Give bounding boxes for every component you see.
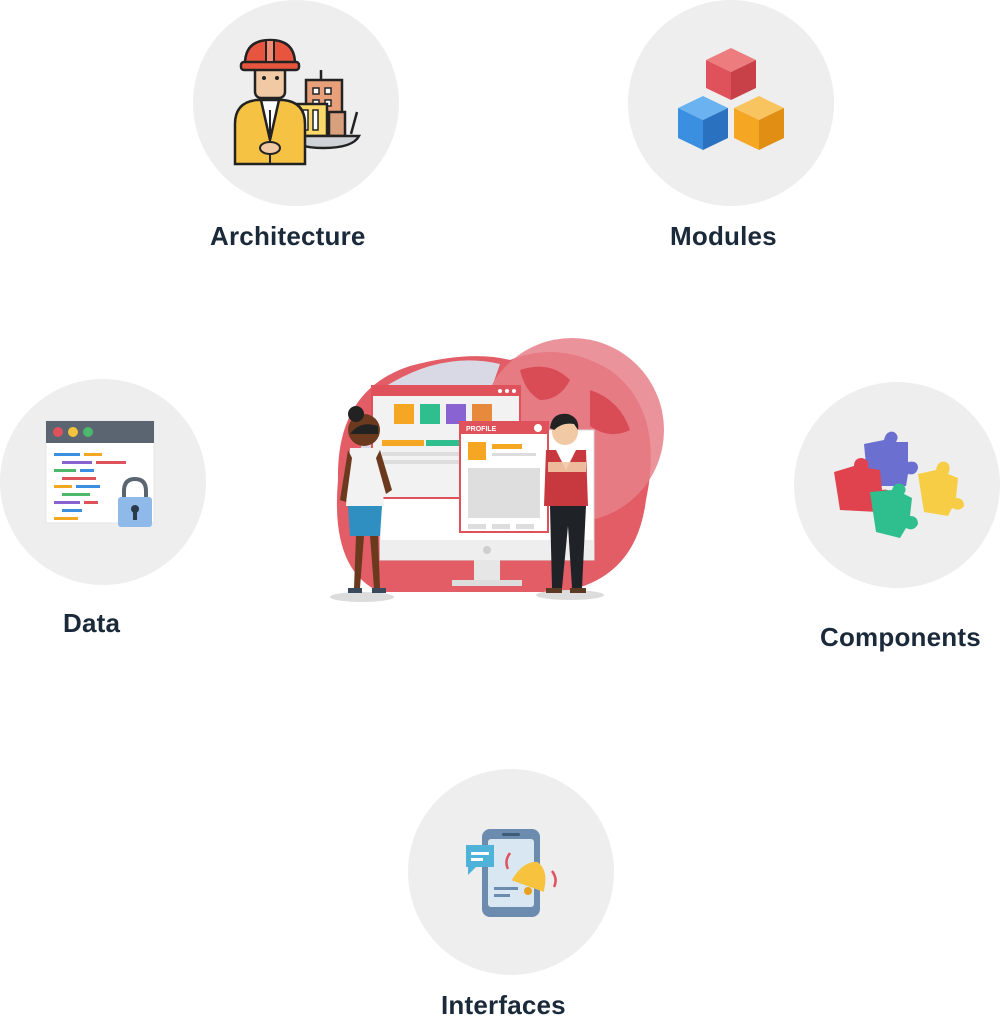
profile-window-title: PROFILE (466, 426, 497, 433)
code-lock-icon (45, 420, 155, 527)
interfaces-label: Interfaces (441, 990, 566, 1020)
engineer-building-icon (233, 38, 362, 166)
architecture-label: Architecture (210, 221, 366, 251)
components-circle (794, 382, 1000, 588)
components-label: Components (820, 622, 981, 652)
modules-label: Modules (670, 221, 777, 251)
phone-notification-icon (466, 829, 557, 917)
data-circle (0, 379, 206, 585)
people-with-website-globe-illustration: PROFILE (330, 338, 664, 602)
data-label: Data (63, 608, 121, 638)
cubes-icon (678, 48, 784, 150)
modules-circle (628, 0, 834, 206)
interfaces-circle (408, 769, 614, 975)
architecture-circle (193, 0, 399, 206)
puzzle-pieces-icon (834, 431, 964, 538)
